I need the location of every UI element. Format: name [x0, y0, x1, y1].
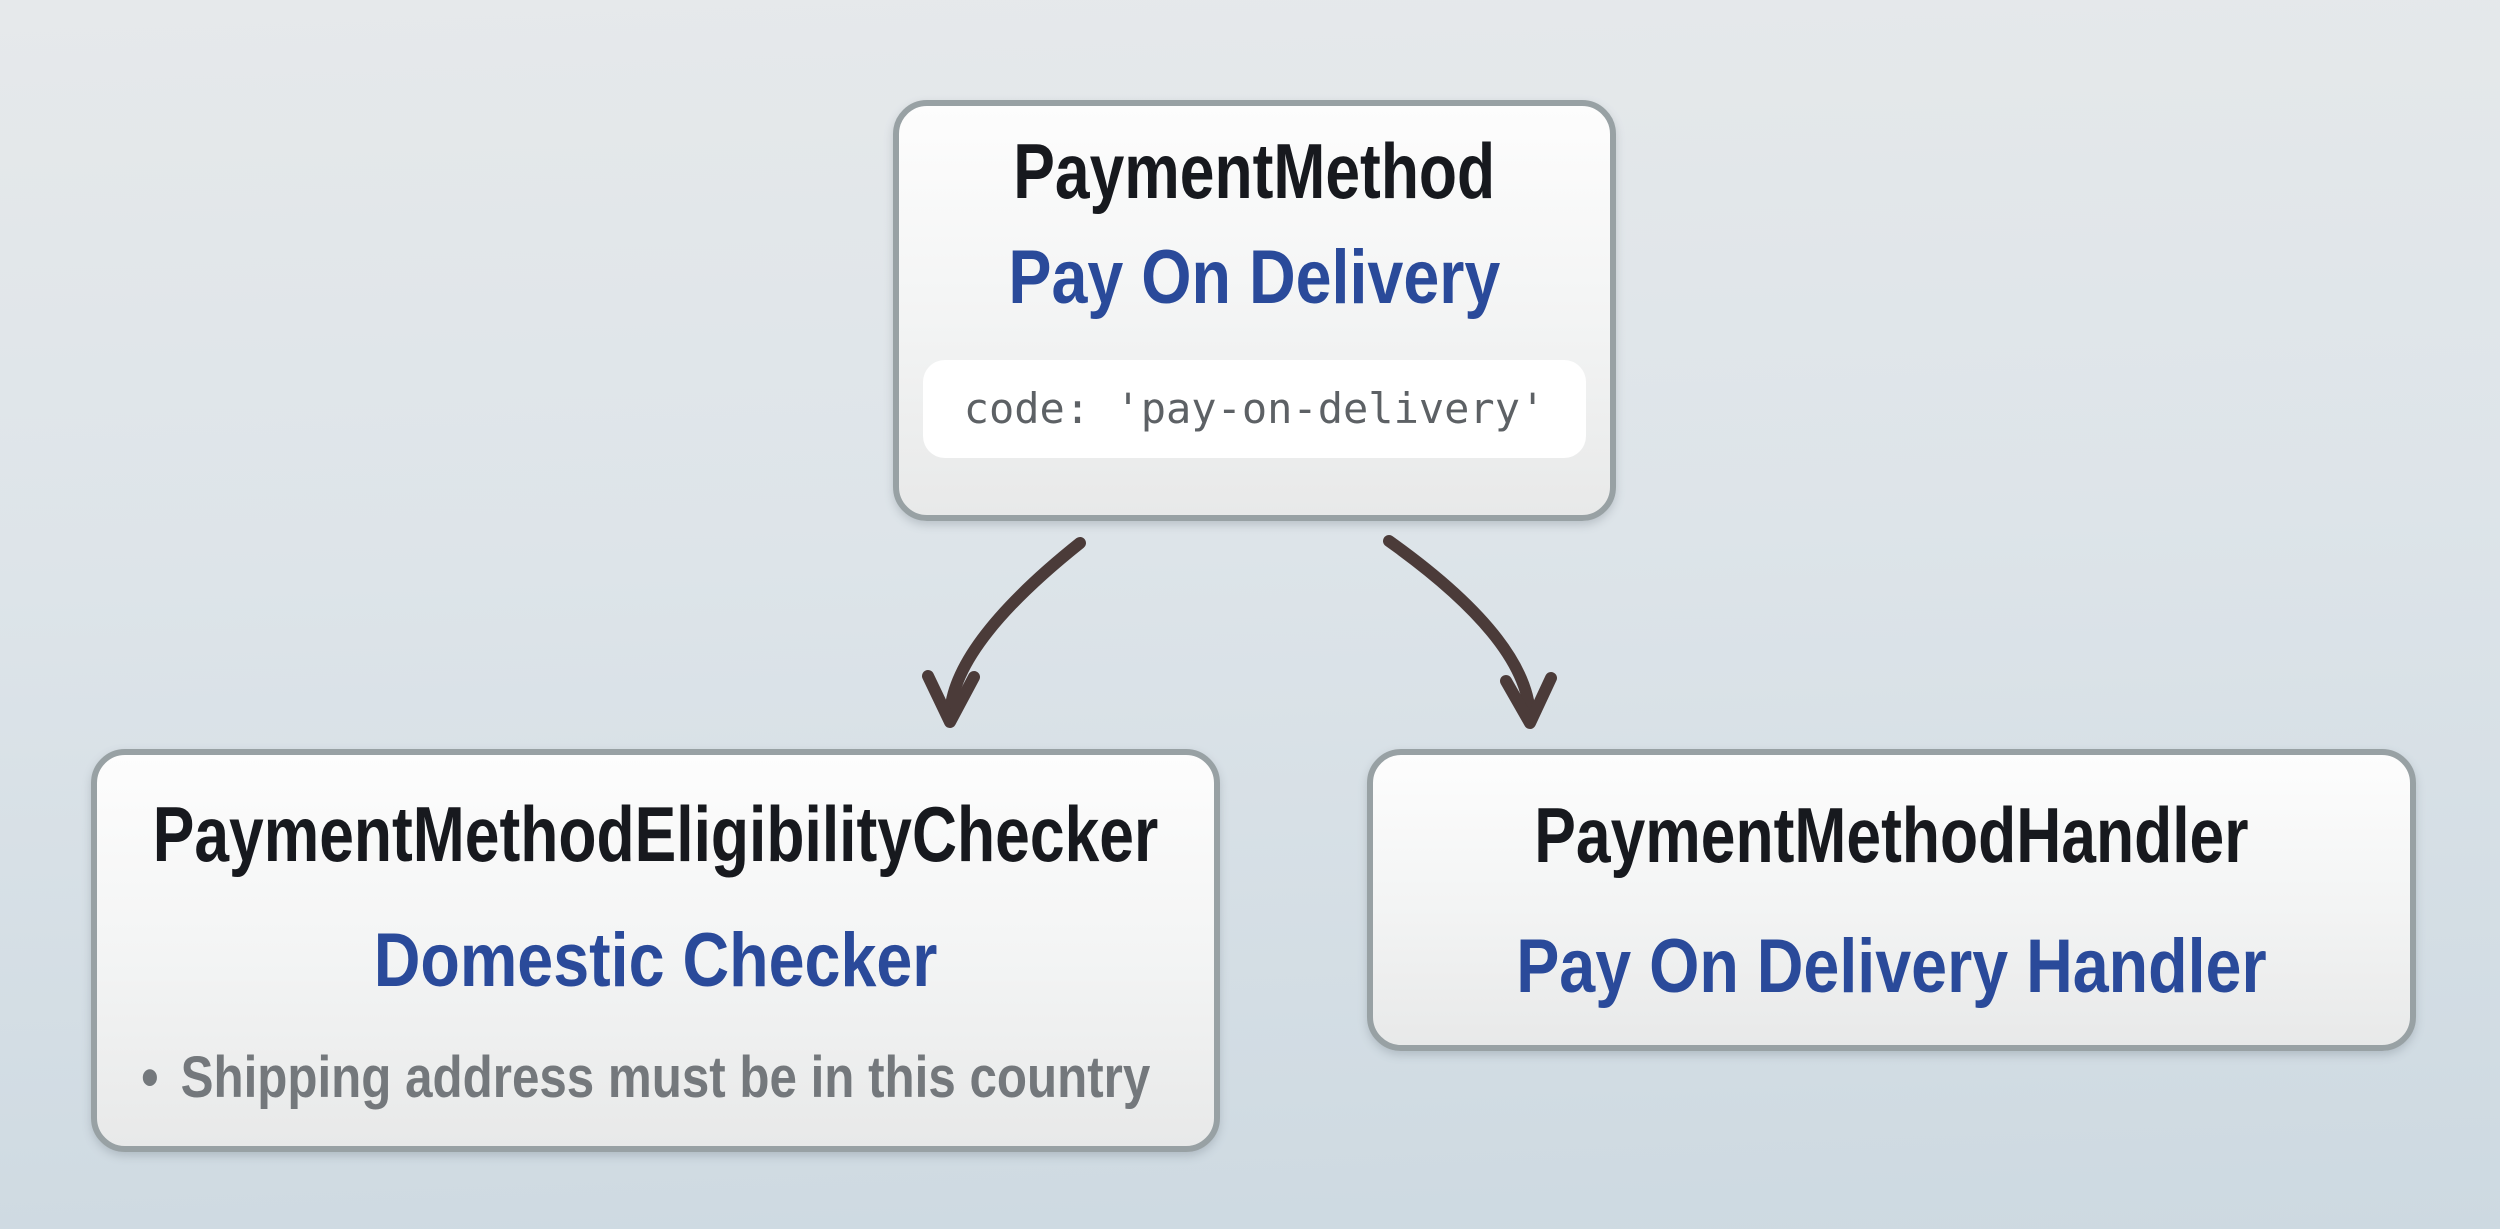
class-name-title: PaymentMethod — [1013, 127, 1496, 215]
node-eligibility-checker: PaymentMethodEligibilityChecker Domestic… — [91, 749, 1220, 1152]
arrowhead-icon — [1500, 672, 1557, 729]
bullet-icon: • — [141, 1044, 159, 1110]
rule-text: Shipping address must be in this country — [180, 1044, 1151, 1110]
node-handler: PaymentMethodHandler Pay On Delivery Han… — [1367, 749, 2416, 1051]
arrow-payment-method-to-eligibility-checker — [922, 537, 1086, 728]
arrowhead-icon — [922, 670, 980, 728]
code-badge: code: 'pay-on-delivery' — [923, 360, 1586, 458]
rule-item: • Shipping address must be in this count… — [97, 1044, 1150, 1110]
node-payment-method: PaymentMethod Pay On Delivery code: 'pay… — [893, 100, 1616, 521]
class-name-title: PaymentMethodEligibilityChecker — [152, 789, 1159, 878]
instance-label: Pay On Delivery Handler — [1516, 923, 2267, 1009]
class-name-title: PaymentMethodHandler — [1534, 790, 2249, 879]
instance-label: Domestic Checker — [373, 917, 938, 1003]
arrow-shaft — [944, 537, 1086, 722]
arrow-shaft — [1383, 535, 1536, 723]
code-text: code: 'pay-on-delivery' — [963, 384, 1546, 433]
instance-label: Pay On Delivery — [1008, 235, 1501, 320]
arrow-payment-method-to-handler — [1383, 535, 1557, 729]
